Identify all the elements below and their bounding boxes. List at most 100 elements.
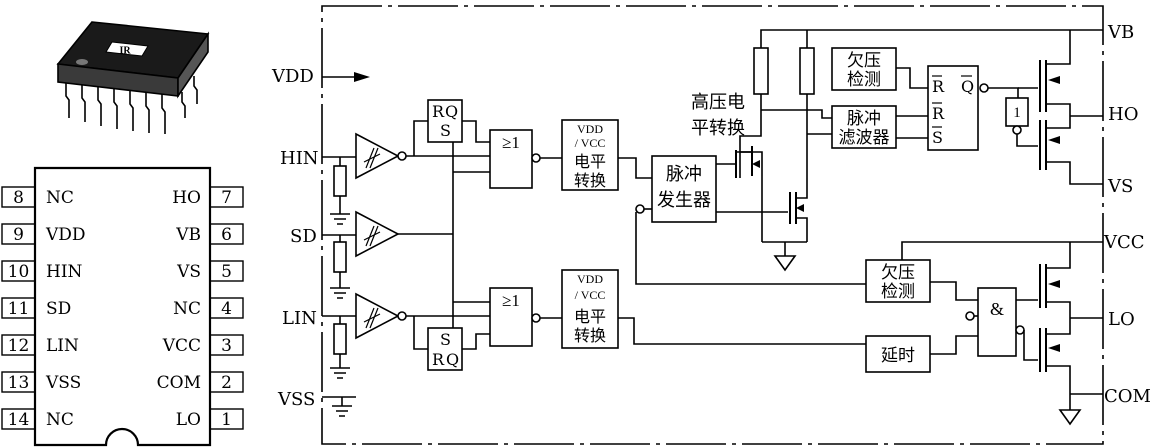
diagram-label: 转换 bbox=[574, 326, 606, 345]
high-side-output-stage bbox=[1039, 29, 1103, 185]
package-outline bbox=[33, 166, 212, 447]
pin-box bbox=[209, 334, 244, 356]
pin-label: VSS bbox=[45, 373, 81, 393]
pin-label: HO bbox=[172, 188, 201, 208]
pin-box bbox=[209, 371, 244, 393]
diagram-label: Q bbox=[446, 350, 459, 369]
package-leads bbox=[65, 76, 198, 134]
lin-label: LIN bbox=[282, 308, 317, 329]
diagram-label: ≥1 bbox=[502, 291, 520, 310]
diagram-label: 欠压 bbox=[881, 263, 915, 283]
left-pin-column bbox=[1, 186, 36, 430]
pin-number: 2 bbox=[221, 373, 232, 393]
uv-detect-high bbox=[831, 47, 897, 91]
pin-number: 5 bbox=[221, 262, 232, 282]
pin-box bbox=[1, 334, 36, 356]
pin-label: VS bbox=[176, 262, 201, 282]
schmitt-trigger-hin bbox=[355, 132, 407, 180]
pin-label: LO bbox=[176, 410, 201, 430]
ho-label: HO bbox=[1108, 104, 1138, 125]
pin-label: NC bbox=[46, 410, 74, 430]
pin-label: NC bbox=[173, 299, 201, 319]
level-shifter-top bbox=[561, 119, 619, 191]
diagram-label: VDD bbox=[577, 272, 603, 286]
pin-number: 9 bbox=[13, 225, 24, 245]
pin-number: 10 bbox=[8, 262, 30, 282]
pin-label: VDD bbox=[45, 225, 86, 245]
vcc-label: VCC bbox=[1103, 232, 1145, 253]
diagram-label: VDD bbox=[577, 122, 603, 136]
diagram-label: 电平 bbox=[574, 152, 606, 171]
diagram-label: Q bbox=[961, 77, 974, 96]
pin-number: 3 bbox=[221, 336, 232, 356]
vdd-arrow-icon bbox=[322, 72, 370, 82]
uv-detect-low bbox=[865, 259, 931, 303]
chip-boundary bbox=[321, 5, 1104, 445]
diagram-label: 滤波器 bbox=[839, 128, 890, 148]
diagram-label: / VCC bbox=[575, 136, 606, 150]
pin-box bbox=[1, 408, 36, 430]
diagram-label: & bbox=[990, 299, 1004, 319]
diagram-label: 1 bbox=[1013, 105, 1021, 121]
schmitt-trigger-sd bbox=[355, 210, 400, 258]
input-logic-wires bbox=[398, 120, 490, 350]
diagram-label: S bbox=[932, 128, 943, 147]
vdd-label: VDD bbox=[271, 66, 314, 87]
and-gate bbox=[977, 287, 1017, 357]
diagram-label: 检测 bbox=[847, 70, 881, 90]
diagram-label: 发生器 bbox=[657, 190, 711, 211]
pin-label: LIN bbox=[46, 336, 79, 356]
right-pin-column bbox=[209, 186, 244, 430]
sr-latch-top bbox=[427, 99, 463, 143]
pin-label: VB bbox=[175, 225, 201, 245]
block-diagram: VDD HIN SD LIN VSS VB HO VS VCC LO COM bbox=[271, 5, 1151, 445]
diagram-label: 脉冲 bbox=[847, 109, 881, 129]
pin-number: 14 bbox=[8, 410, 30, 430]
diagram-label: R bbox=[932, 104, 945, 123]
vss-label: VSS bbox=[277, 389, 315, 410]
lo-label: LO bbox=[1108, 309, 1135, 330]
pin-box bbox=[209, 223, 244, 245]
chip-marking: IR bbox=[119, 46, 131, 57]
pin-label: HIN bbox=[46, 262, 83, 282]
pin-label: VCC bbox=[162, 336, 201, 356]
pin-box bbox=[1, 260, 36, 282]
pin-box bbox=[209, 260, 244, 282]
diagram-label: 检测 bbox=[881, 282, 915, 302]
diagram-label: R bbox=[432, 350, 445, 369]
diagram-label: R bbox=[432, 102, 445, 121]
pin-number: 7 bbox=[221, 188, 232, 208]
pin-box bbox=[1, 223, 36, 245]
dip-package-illustration: IR bbox=[56, 21, 210, 134]
level-shifter-bottom bbox=[561, 269, 619, 349]
pin-label: SD bbox=[46, 299, 71, 319]
pin-box bbox=[1, 186, 36, 208]
pin-number: 6 bbox=[221, 225, 232, 245]
pulse-filter bbox=[831, 105, 897, 149]
pin-box bbox=[1, 297, 36, 319]
pin-number: 8 bbox=[13, 188, 24, 208]
pulse-generator bbox=[651, 155, 717, 223]
diagram-label: S bbox=[440, 330, 451, 349]
vss-ground-icon bbox=[332, 397, 352, 417]
diagram-label: 平转换 bbox=[691, 118, 745, 139]
diagram-label: 欠压 bbox=[847, 51, 881, 71]
com-label: COM bbox=[1104, 386, 1151, 407]
diagram-label: / VCC bbox=[575, 288, 606, 302]
sd-label: SD bbox=[290, 226, 317, 247]
pin-number: 11 bbox=[8, 299, 30, 319]
pin-box bbox=[1, 371, 36, 393]
pin-box bbox=[209, 408, 244, 430]
output-rs-latch bbox=[927, 65, 979, 151]
diagram-label: 转换 bbox=[574, 171, 606, 190]
diagram-label: 延时 bbox=[881, 346, 915, 366]
hin-label: HIN bbox=[280, 148, 319, 169]
schmitt-trigger-lin bbox=[355, 292, 407, 340]
input-lines bbox=[322, 156, 356, 398]
pin-label: NC bbox=[46, 188, 74, 208]
pin-label: COM bbox=[157, 373, 201, 393]
pin-box bbox=[209, 297, 244, 319]
diagram-label: R bbox=[932, 77, 945, 96]
output-pin-labels: VB HO VS VCC LO COM bbox=[1103, 22, 1151, 407]
